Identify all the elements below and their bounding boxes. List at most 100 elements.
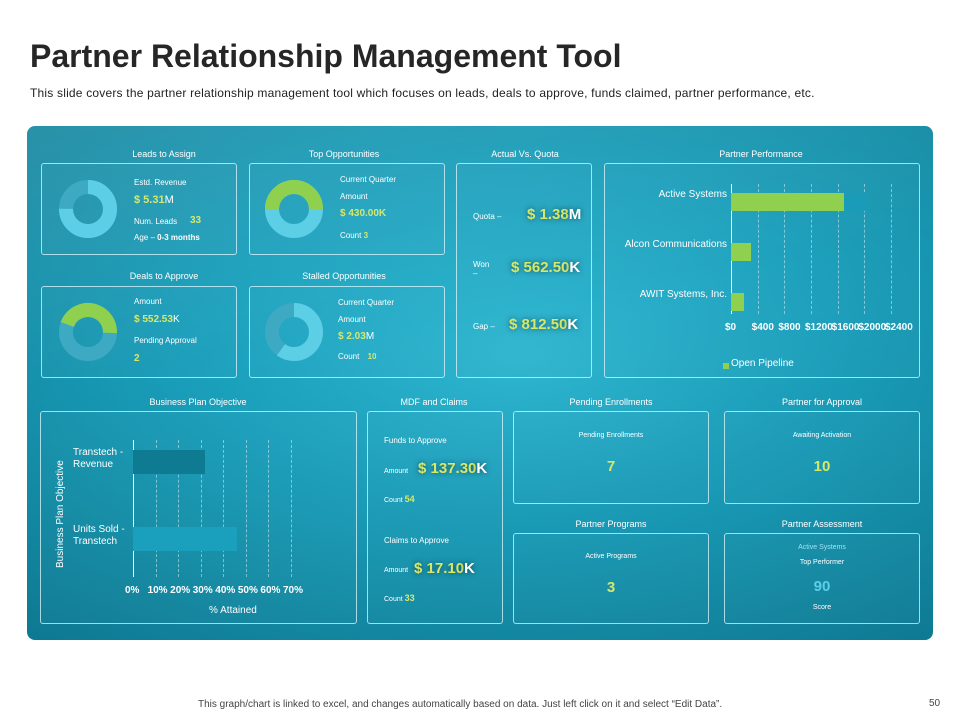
partner-performance-title: Partner Performance: [719, 149, 803, 159]
business-plan-card[interactable]: 0%10%20%30%40%50%60%70%Transtech -Revenu…: [40, 411, 357, 624]
stalled-count: Count 10: [338, 352, 377, 361]
won-value: $ 562.50K: [511, 259, 581, 276]
stalled-quarter-label: Current Quarter: [338, 298, 395, 307]
claims-to-approve-label: Claims to Approve: [384, 536, 449, 545]
deals-donut-chart: [59, 303, 117, 361]
deals-amount-label: Amount: [134, 297, 162, 306]
score-label: Score: [812, 604, 832, 611]
won-label: Won –: [473, 260, 490, 278]
pp-xtick-label: $0: [725, 322, 737, 333]
bp-xtick-label: 0%: [125, 585, 140, 596]
bp-bar: [133, 527, 237, 551]
awaiting-activation-label: Awaiting Activation: [792, 432, 852, 439]
business-plan-title: Business Plan Objective: [149, 397, 247, 407]
partner-programs-card[interactable]: Active Programs 3: [513, 533, 709, 624]
bp-gridline: [245, 440, 247, 577]
partner-assessment-card[interactable]: Active Systems Top Performer 90 Score: [724, 533, 920, 624]
dashboard-panel: Leads to Assign Estd. Revenue $ 5.31M Nu…: [27, 126, 933, 640]
pending-approval-label: Pending Approval: [134, 336, 197, 345]
business-plan-chart: 0%10%20%30%40%50%60%70%Transtech -Revenu…: [41, 412, 356, 623]
top-opportunities-title: Top Opportunities: [308, 149, 380, 159]
bp-xtick-label: 30%: [192, 585, 213, 596]
pp-xtick-label: $800: [778, 322, 801, 333]
pending-approval-value: 2: [134, 353, 140, 364]
mdf-claims-title: MDF and Claims: [400, 397, 468, 407]
top-opps-donut-fill: [265, 180, 323, 238]
pending-enrollments-title: Pending Enrollments: [569, 397, 653, 407]
funds-amount-label: Amount: [384, 468, 409, 475]
partner-assessment-title: Partner Assessment: [781, 519, 863, 529]
bp-xtick-label: 60%: [260, 585, 281, 596]
awaiting-activation-value: 10: [813, 458, 831, 475]
pp-gridline: [864, 184, 866, 314]
pending-enrollments-label: Pending Enrollments: [578, 432, 644, 439]
partner-for-approval-card[interactable]: Awaiting Activation 10: [724, 411, 920, 504]
bp-gridline: [268, 440, 270, 577]
pp-category-label: AWIT Systems, Inc.: [639, 289, 727, 300]
partner-programs-title: Partner Programs: [575, 519, 647, 529]
pending-enrollments-card[interactable]: Pending Enrollments 7: [513, 411, 709, 504]
mdf-claims-card[interactable]: Funds to Approve Amount $ 137.30K Count …: [367, 411, 503, 624]
bp-gridline: [200, 440, 202, 577]
revenue-label: Estd. Revenue: [134, 178, 187, 187]
num-leads-label: Num. Leads: [134, 217, 178, 226]
top-opportunities-card[interactable]: Current Quarter Amount $ 430.00K Count 3: [249, 163, 445, 255]
score-value: 90: [813, 578, 831, 595]
page-subtitle: This slide covers the partner relationsh…: [30, 86, 815, 100]
pp-xtick-label: $400: [751, 322, 774, 333]
deals-to-approve-title: Deals to Approve: [129, 271, 199, 281]
pp-gridline: [757, 184, 759, 314]
bp-bar: [133, 450, 206, 474]
revenue-value: $ 5.31M: [134, 194, 174, 206]
pp-category-label: Active Systems: [658, 189, 727, 200]
stalled-amount-value: $ 2.03M: [338, 331, 375, 342]
pp-gridline: [784, 184, 786, 314]
bp-xtick-label: 10%: [147, 585, 168, 596]
partner-for-approval-title: Partner for Approval: [781, 397, 863, 407]
bp-y-axis: [133, 440, 134, 577]
pp-gridline: [811, 184, 812, 314]
funds-to-approve-label: Funds to Approve: [384, 436, 447, 445]
stalled-donut-fill: [265, 303, 323, 361]
actual-vs-quota-card[interactable]: Quota – $ 1.38M Won – $ 562.50K Gap – $ …: [456, 163, 592, 378]
active-systems-label: Active Systems: [798, 544, 846, 551]
top-performer-label: Top Performer: [799, 559, 845, 566]
pending-enrollments-value: 7: [606, 458, 616, 475]
funds-count: Count 54: [384, 494, 415, 504]
deals-to-approve-card[interactable]: Amount $ 552.53K Pending Approval 2: [41, 286, 237, 378]
active-programs-value: 3: [606, 579, 616, 596]
bp-category-label: Transtech -Revenue: [73, 447, 124, 470]
bp-category-label: Units Sold -Transtech: [73, 524, 125, 547]
active-programs-label: Active Programs: [585, 553, 637, 560]
actual-vs-quota-title: Actual Vs. Quota: [491, 149, 559, 159]
business-plan-xlabel: % Attained: [209, 605, 257, 616]
stalled-amount-label: Amount: [338, 315, 366, 324]
top-opps-amount-label: Amount: [340, 192, 368, 201]
pp-gridline: [891, 184, 892, 314]
top-opps-quarter-label: Current Quarter: [340, 175, 397, 184]
pp-xtick-label: $2000: [858, 322, 887, 333]
gap-value: $ 812.50K: [509, 316, 579, 333]
page-number: 50: [929, 698, 941, 709]
stalled-opportunities-title: Stalled Opportunities: [302, 271, 386, 281]
legend-swatch: [723, 363, 729, 369]
leads-to-assign-card[interactable]: Estd. Revenue $ 5.31M Num. Leads 33 Age …: [41, 163, 237, 255]
pp-xtick-label: $1200: [805, 322, 833, 333]
footer-note: This graph/chart is linked to excel, and…: [198, 699, 723, 710]
bp-gridline: [178, 440, 180, 577]
bp-gridline: [155, 440, 157, 577]
claims-amount-label: Amount: [384, 567, 409, 574]
num-leads-value: 33: [190, 215, 202, 226]
top-opps-donut-chart: [265, 180, 323, 238]
stalled-opportunities-card[interactable]: Current Quarter Amount $ 2.03M Count 10: [249, 286, 445, 378]
deals-donut-fill: [59, 303, 117, 361]
deals-amount-value: $ 552.53K: [134, 314, 180, 325]
bp-xtick-label: 50%: [237, 585, 258, 596]
bp-gridline: [291, 440, 292, 577]
gap-label: Gap –: [473, 322, 495, 331]
funds-amount-value: $ 137.30K: [418, 460, 488, 477]
bp-gridline: [223, 440, 225, 577]
top-opps-count: Count 3: [340, 231, 369, 240]
